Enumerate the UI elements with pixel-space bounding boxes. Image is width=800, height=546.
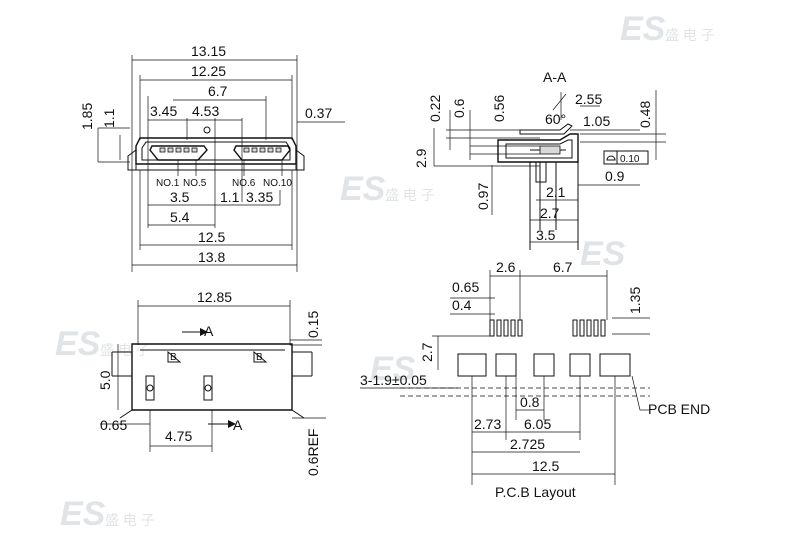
dim-12-85: 12.85 — [197, 289, 232, 305]
dim-2-7-pcb: 2.7 — [419, 342, 435, 362]
dim-0-37: 0.37 — [305, 105, 332, 121]
dim-1-1-bottom: 1.1 — [220, 189, 240, 205]
dim-1-1: 1.1 — [101, 108, 117, 128]
pin-label-no1: NO.1 — [156, 178, 180, 189]
dim-0-9: 0.9 — [605, 168, 625, 184]
section-mark-a-bottom: A — [233, 417, 243, 433]
dim-0-6: 0.6 — [451, 98, 467, 118]
watermark-chars: 盛 电 子 — [385, 187, 435, 203]
dim-3-45: 3.45 — [150, 103, 177, 119]
pin-label-no6: NO.6 — [232, 178, 256, 189]
dim-60-deg: 60° — [545, 111, 566, 127]
dim-2-7: 2.7 — [540, 205, 560, 221]
pcb-caption: P.C.B Layout — [495, 484, 576, 500]
pcb-end-label: PCB END — [648, 401, 710, 417]
pcb-layout: 2.6 6.7 0.65 0.4 1.35 2.7 — [360, 259, 710, 500]
dim-13-15: 13.15 — [191, 43, 226, 59]
dim-2-6: 2.6 — [496, 259, 516, 275]
dim-4-53: 4.53 — [192, 103, 219, 119]
dim-3-5-section: 3.5 — [536, 227, 556, 243]
dim-2-55: 2.55 — [575, 91, 602, 107]
dim-0-48: 0.48 — [637, 101, 653, 128]
pin-label-no5: NO.5 — [183, 178, 207, 189]
dim-0-56: 0.56 — [491, 95, 507, 122]
dim-13-8: 13.8 — [198, 249, 225, 265]
watermark-logo: ES — [55, 325, 101, 363]
dim-0-4: 0.4 — [452, 297, 472, 313]
dim-3-35: 3.35 — [246, 189, 273, 205]
dim-1-05: 1.05 — [583, 113, 610, 129]
section-mark-a-top: A — [204, 323, 214, 339]
front-view: 13.15 12.25 6.7 3.45 4.53 0.37 1.85 1.1 — [79, 43, 345, 272]
dim-4-75: 4.75 — [165, 428, 192, 444]
dim-6-7: 6.7 — [208, 83, 228, 99]
watermark-logo: ES — [60, 495, 106, 533]
dim-12-5-pcb: 12.5 — [532, 458, 559, 474]
dim-5-4: 5.4 — [170, 209, 190, 225]
watermark-chars: 盛 电 子 — [105, 512, 155, 528]
watermark-logo: ES — [580, 235, 626, 273]
pin-mark-b-right: B — [256, 352, 263, 363]
pad-note: 3-1.9±0.05 — [360, 372, 427, 388]
dim-0-65: 0.65 — [100, 417, 127, 433]
dim-2-725: 2.725 — [510, 436, 545, 452]
dim-12-5: 12.5 — [198, 229, 225, 245]
watermark-logo: ES — [340, 170, 386, 208]
dim-6-05: 6.05 — [524, 416, 551, 432]
dim-0-22: 0.22 — [427, 95, 443, 122]
dim-0-8: 0.8 — [520, 394, 540, 410]
dim-2-73: 2.73 — [474, 416, 501, 432]
dim-1-85: 1.85 — [79, 103, 95, 130]
dim-12-25: 12.25 — [191, 63, 226, 79]
flatness-frame — [603, 150, 649, 165]
dim-1-35: 1.35 — [627, 287, 643, 314]
bottom-view: 12.85 0.15 A B B 5.0 A — [97, 289, 326, 476]
watermark-logo: ES — [620, 10, 666, 48]
dim-0-6ref: 0.6REF — [305, 429, 321, 476]
section-view: A-A 0.22 0.6 0.56 0.48 2.9 0.97 2.55 60°… — [413, 69, 666, 250]
section-title: A-A — [543, 69, 567, 85]
dim-0-15: 0.15 — [305, 311, 321, 338]
pin-label-no10: NO.10 — [263, 178, 292, 189]
dim-2-1: 2.1 — [546, 184, 566, 200]
dim-5-0: 5.0 — [97, 370, 113, 390]
watermark-chars: 盛 电 子 — [665, 27, 715, 43]
flatness-value: 0.10 — [620, 154, 640, 165]
dim-3-5: 3.5 — [170, 189, 190, 205]
watermark-logo: ES — [370, 350, 416, 388]
watermark-group: ES 盛 电 子 ES 盛 电 子 ES ES 盛 电 子 ES ES 盛 电 … — [55, 10, 715, 533]
pin-mark-b-left: B — [170, 352, 177, 363]
dim-0-97: 0.97 — [475, 183, 491, 210]
dim-2-9: 2.9 — [413, 148, 429, 168]
dim-6-7-pcb: 6.7 — [553, 259, 573, 275]
dim-0-65-pcb: 0.65 — [452, 279, 479, 295]
